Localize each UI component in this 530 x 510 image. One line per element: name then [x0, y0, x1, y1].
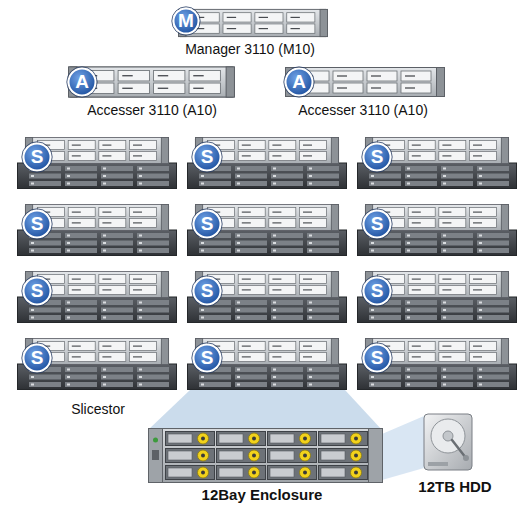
badge-letter: S [201, 214, 214, 233]
badge-circle: S [192, 276, 222, 306]
badge-letter: S [31, 348, 44, 367]
badge-circle: M [172, 7, 200, 35]
badge-circle: A [67, 67, 97, 97]
badge-circle: S [362, 276, 392, 306]
badge-circle: S [192, 142, 222, 172]
badge-circle: S [362, 142, 392, 172]
badge-circle: S [362, 209, 392, 239]
badge-letter: S [371, 348, 384, 367]
badge-circle: S [362, 343, 392, 373]
device-label: Manager 3110 (M10) [185, 41, 315, 57]
badge-letter: S [31, 147, 44, 166]
device-label: Accesser 3110 (A10) [87, 102, 217, 118]
badge-circle: S [22, 209, 52, 239]
badge-letter: S [371, 147, 384, 166]
badge-circle: S [22, 142, 52, 172]
badge-letter: S [201, 348, 214, 367]
badge-letter: S [31, 281, 44, 300]
badge-circle: S [192, 209, 222, 239]
badge-circle: S [22, 343, 52, 373]
badge-letter: S [371, 281, 384, 300]
badge-letter: M [178, 11, 194, 30]
device-label: 12TB HDD [418, 478, 491, 495]
badge-circle: A [284, 67, 314, 97]
device-label: Accesser 3110 (A10) [298, 102, 428, 118]
badge-letter: A [75, 72, 89, 91]
badge-circle: S [22, 276, 52, 306]
badge-letter: S [31, 214, 44, 233]
badge-letter: S [201, 147, 214, 166]
badge-letter: A [292, 72, 306, 91]
badge-circle: S [192, 343, 222, 373]
device-label: 12Bay Enclosure [202, 486, 323, 503]
badge-letter: S [371, 214, 384, 233]
badge-letter: S [201, 281, 214, 300]
device-label: Slicestor [71, 401, 125, 417]
